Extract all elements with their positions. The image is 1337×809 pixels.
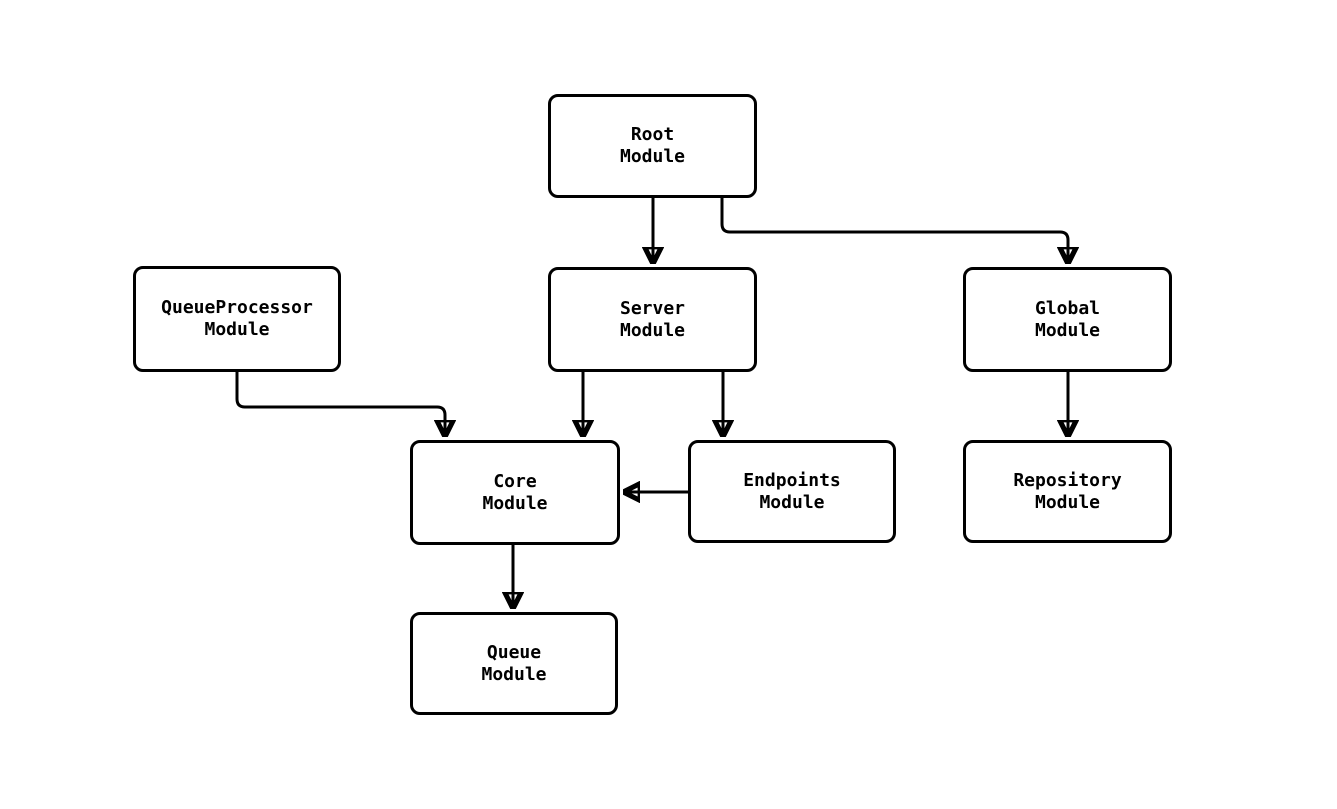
node-root-module: Root Module: [548, 94, 757, 198]
node-endpoints-module: Endpoints Module: [688, 440, 896, 543]
node-queue-module: Queue Module: [410, 612, 618, 715]
node-queueprocessor-module: QueueProcessor Module: [133, 266, 341, 372]
node-repository-module: Repository Module: [963, 440, 1172, 543]
edge-queueprocessor-to-core: [235, 372, 445, 436]
node-global-module: Global Module: [963, 267, 1172, 372]
node-server-module: Server Module: [548, 267, 757, 372]
node-core-module: Core Module: [410, 440, 620, 545]
edge-root-to-global: [720, 198, 1068, 263]
